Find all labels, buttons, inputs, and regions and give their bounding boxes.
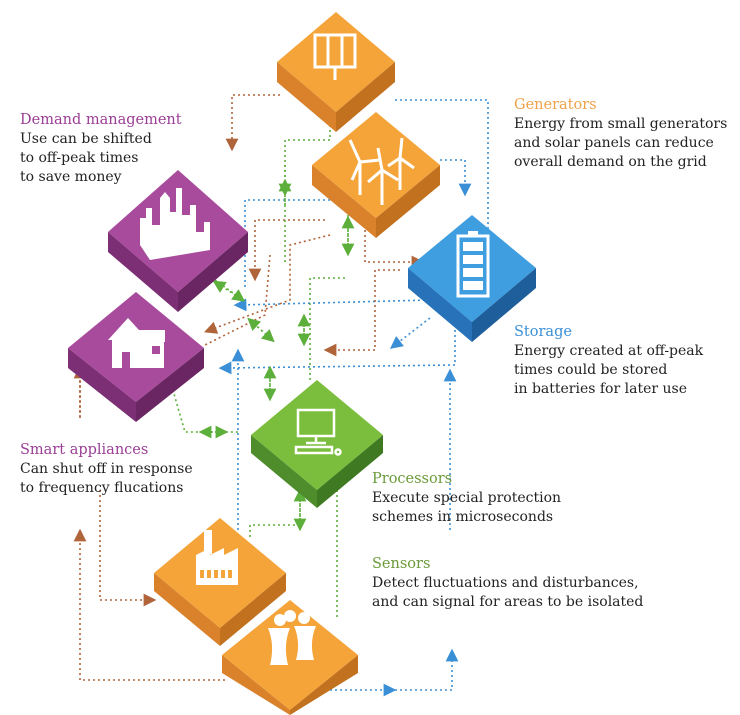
- wind-turbine-tile: [312, 112, 440, 238]
- green-flow: [309, 277, 345, 380]
- factory-tile: [154, 518, 286, 646]
- battery-tile: [408, 215, 536, 342]
- house-tile: [68, 292, 204, 422]
- solar-panel-tile: [277, 12, 395, 132]
- storage-label: Storage Energy created at off-peak times…: [514, 323, 703, 399]
- power-plant-tile: [222, 600, 358, 715]
- green-flow: [249, 524, 300, 540]
- sensors-description: Detect fluctuations and disturbances, an…: [372, 575, 644, 610]
- green-flow: [214, 279, 246, 302]
- brown-flow: [248, 219, 325, 282]
- processors-label: Processors Execute special protection sc…: [372, 470, 561, 527]
- storage-description: Energy created at off-peak times could b…: [514, 343, 704, 397]
- brown-flow: [73, 528, 225, 681]
- city-skyline-icon: [140, 188, 210, 260]
- brown-flow: [225, 94, 280, 152]
- green-flow: [212, 280, 241, 299]
- blue-flow: [389, 317, 431, 349]
- flow-lines: [73, 94, 489, 697]
- generators-description: Energy from small generators and solar p…: [514, 116, 728, 170]
- demand-management-label: Demand management Use can be shifted to …: [20, 111, 182, 187]
- blue-flow: [440, 159, 472, 197]
- smart-appliances-label: Smart appliances Can shut off in respons…: [20, 441, 193, 498]
- generators-title: Generators: [514, 97, 597, 113]
- blue-flow: [390, 648, 459, 691]
- brown-flow: [364, 210, 425, 269]
- demand-management-title: Demand management: [20, 112, 182, 128]
- green-flow: [247, 317, 271, 339]
- house-icon: [108, 318, 165, 368]
- brown-flow: [99, 490, 157, 607]
- sensors-title: Sensors: [372, 556, 431, 572]
- computer-tile: [251, 380, 383, 508]
- brown-flow: [204, 254, 271, 346]
- blue-flow: [233, 298, 431, 312]
- green-flow: [169, 379, 240, 433]
- brown-flow: [323, 269, 400, 357]
- green-flow: [284, 120, 331, 265]
- blue-flow: [218, 320, 456, 375]
- solar-panel-icon: [313, 33, 357, 80]
- city-tile: [108, 170, 248, 312]
- battery-icon: [456, 231, 490, 298]
- computer-icon: [294, 408, 342, 456]
- processors-title: Processors: [372, 471, 453, 487]
- wind-turbine-icon: [348, 137, 415, 205]
- smart-appliances-title: Smart appliances: [20, 442, 149, 458]
- brown-flow: [204, 234, 331, 334]
- blue-flow: [395, 99, 489, 230]
- cooling-tower-icon: [268, 610, 316, 665]
- green-flow: [249, 319, 275, 343]
- factory-icon: [196, 530, 238, 585]
- smart-appliances-description: Can shut off in response to frequency fl…: [20, 461, 193, 496]
- generators-label: Generators Energy from small generators …: [514, 96, 727, 172]
- blue-flow: [244, 199, 420, 290]
- demand-management-description: Use can be shifted to off-peak times to …: [20, 131, 152, 185]
- sensors-label: Sensors Detect fluctuations and disturba…: [372, 555, 643, 612]
- processors-description: Execute special protection schemes in mi…: [372, 490, 562, 525]
- storage-title: Storage: [514, 324, 572, 340]
